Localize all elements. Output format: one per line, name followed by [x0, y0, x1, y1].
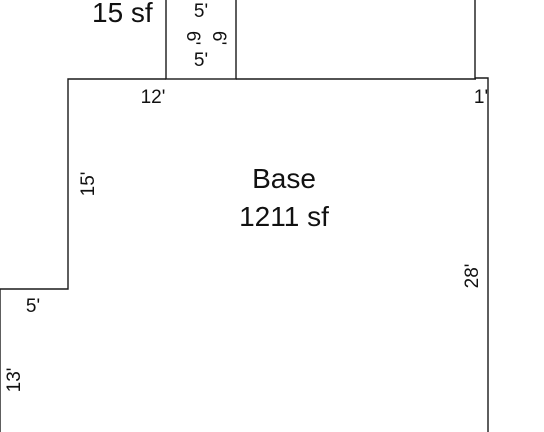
dim-small-top: 5': [194, 1, 208, 22]
dim-small-bottom: 5': [194, 50, 208, 71]
small-area-outline: [165, 0, 237, 80]
dim-left-ledge: 5': [26, 296, 40, 317]
base-area-name: Base: [252, 163, 316, 194]
small-area-label: 15 sf: [92, 0, 153, 28]
dim-right-stub: 1': [474, 87, 488, 108]
dim-top-ledge: 12': [141, 87, 166, 108]
dim-small-left: 6': [182, 31, 203, 45]
dim-small-right: 6': [208, 31, 229, 45]
dim-right-side: 28': [462, 264, 483, 289]
dim-left-upper: 15': [78, 172, 99, 197]
base-outline-left: [0, 78, 166, 290]
base-area-value: 1211 sf: [239, 201, 329, 232]
dim-left-lower: 13': [4, 368, 25, 393]
base-outline-right: [474, 0, 489, 432]
